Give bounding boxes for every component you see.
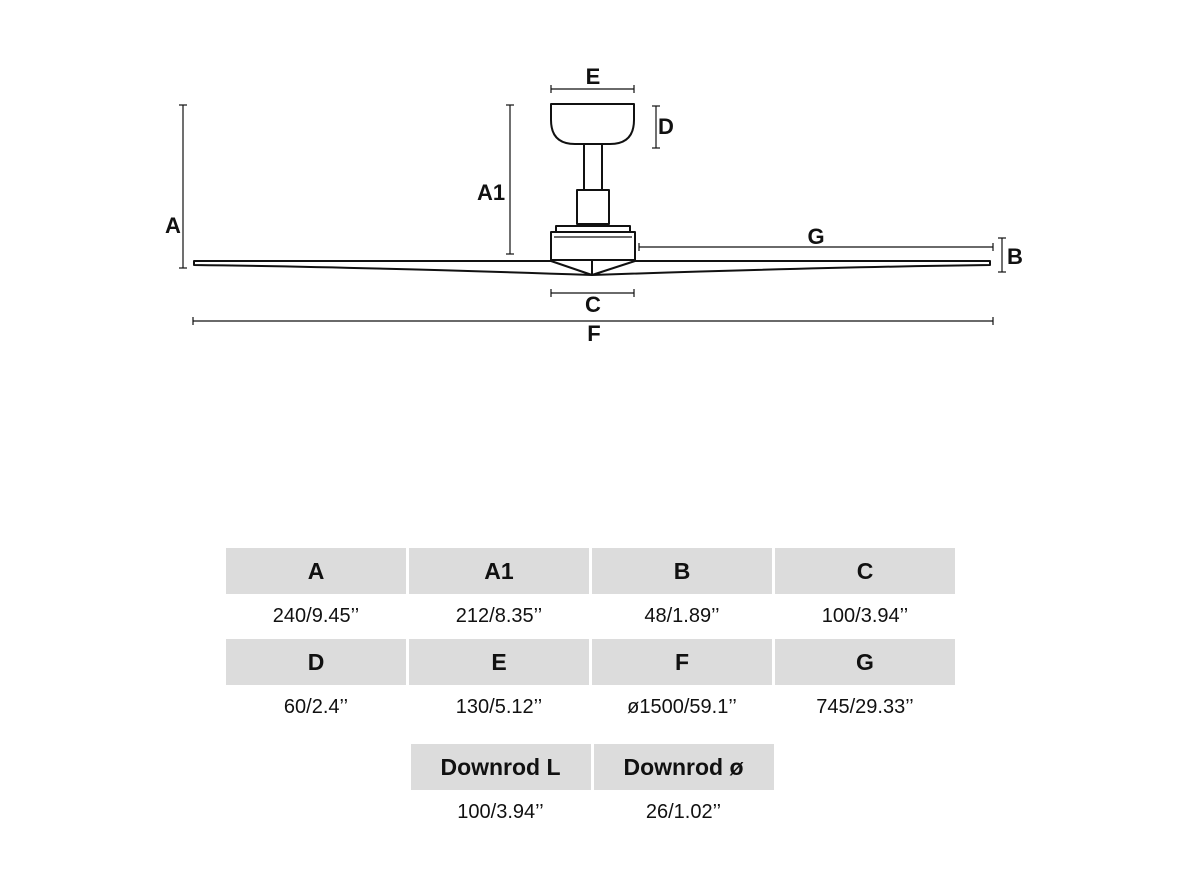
dim-label-d: D [658,114,674,139]
table-value: 130/5.12’’ [455,696,543,718]
table-value: 48/1.89’’ [644,605,720,627]
dim-label-c: C [585,292,601,317]
table-row: D 60/2.4’’ E 130/5.12’’ F ø1500/59.1’’ G… [226,639,958,730]
table-value: 60/2.4’’ [283,696,349,718]
table-cell-downrod-diameter: Downrod ø 26/1.02’’ [593,744,774,835]
table-cell-g: G 745/29.33’’ [775,639,955,730]
table-header: A [226,548,406,594]
table-row: Downrod L 100/3.94’’ Downrod ø 26/1.02’’ [226,744,958,835]
canopy-shape [550,103,635,145]
table-header: A1 [409,548,589,594]
table-header: Downrod L [410,744,591,790]
table-value: ø1500/59.1’’ [627,696,737,718]
dim-label-f: F [587,321,600,346]
table-value: 100/3.94’’ [821,605,909,627]
motor-housing-shape [550,231,636,261]
table-value: 745/29.33’’ [816,696,914,718]
table-value: 212/8.35’’ [455,605,543,627]
dim-label-e: E [586,64,601,89]
dimension-table: A 240/9.45’’ A1 212/8.35’’ B 48/1.89’’ C… [226,548,958,835]
table-value: 100/3.94’’ [457,801,544,823]
dim-label-a1: A1 [477,180,505,205]
table-value: 26/1.02’’ [645,801,722,823]
table-row: A 240/9.45’’ A1 212/8.35’’ B 48/1.89’’ C… [226,548,958,639]
dim-label-a: A [165,213,181,238]
table-header: E [409,639,589,685]
blade-right-shape [591,260,991,276]
table-cell-downrod-length: Downrod L 100/3.94’’ [410,744,591,835]
table-cell-d: D 60/2.4’’ [226,639,406,730]
motor-ring-shape [555,225,631,232]
table-cell-b: B 48/1.89’’ [592,548,772,639]
dim-label-g: G [807,224,824,249]
table-cell-f: F ø1500/59.1’’ [592,639,772,730]
downrod-shape [583,143,603,191]
table-header: F [592,639,772,685]
table-cell-a: A 240/9.45’’ [226,548,406,639]
table-header: D [226,639,406,685]
table-header: B [592,548,772,594]
table-cell-c: C 100/3.94’’ [775,548,955,639]
table-header: C [775,548,955,594]
table-header: G [775,639,955,685]
dim-label-b: B [1007,244,1023,269]
table-cell-e: E 130/5.12’’ [409,639,589,730]
table-cell-a1: A1 212/8.35’’ [409,548,589,639]
table-header: Downrod ø [593,744,774,790]
table-value: 240/9.45’’ [272,605,360,627]
blade-left-shape [193,260,593,276]
coupler-shape [576,189,610,225]
